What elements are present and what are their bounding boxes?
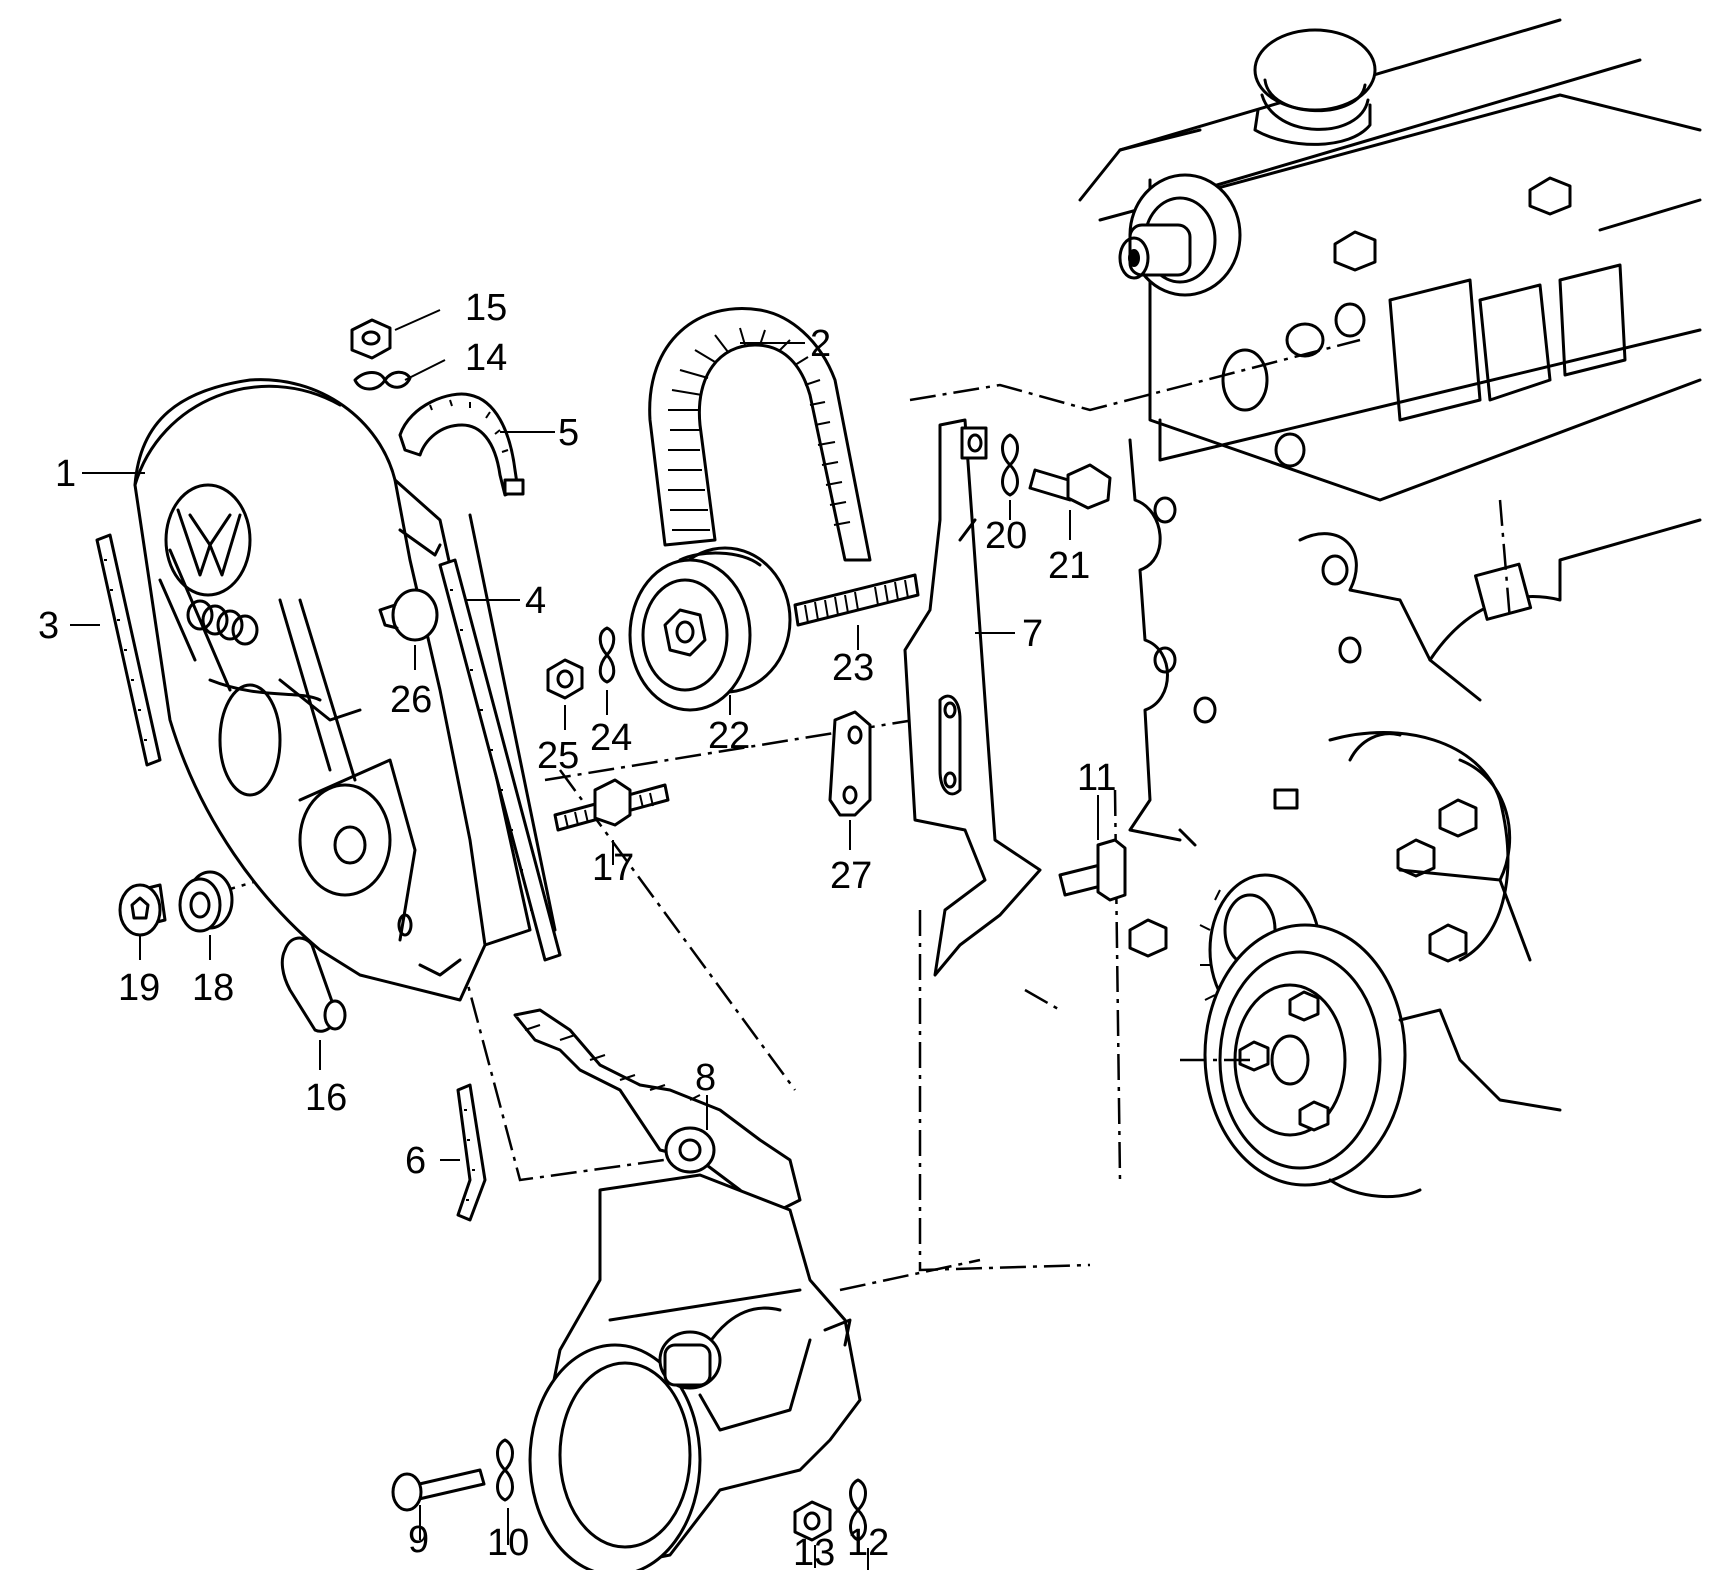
callout-17: 17: [592, 847, 634, 889]
seal-strip-lower: [456, 1083, 487, 1222]
callout-10: 10: [487, 1522, 529, 1564]
washer-18: [178, 870, 234, 933]
callout-16: 16: [305, 1077, 347, 1119]
callout-6: 6: [405, 1140, 426, 1182]
callout-7: 7: [1022, 613, 1043, 655]
callout-21: 21: [1048, 545, 1090, 587]
rear-cover-plate: [903, 418, 1042, 977]
callout-24: 24: [590, 717, 632, 759]
bolt-9: [391, 1468, 486, 1512]
engine-block: [1078, 18, 1702, 1199]
callout-4: 4: [525, 580, 546, 622]
stud-17: [553, 778, 670, 832]
plug-26: [378, 588, 439, 642]
callout-23: 23: [832, 647, 874, 689]
nut-15: [350, 318, 392, 360]
callout-12: 12: [847, 1522, 889, 1564]
audi-rings-icon: [186, 599, 259, 646]
callout-25: 25: [537, 735, 579, 777]
callout-5: 5: [558, 412, 579, 454]
callout-labels: 1 2 3 4 5 6 7 8 9 10 11 12 13 14 15 16 1…: [38, 287, 1116, 1570]
grommet-16: [280, 936, 347, 1033]
seal-strip-right: [438, 558, 562, 962]
seal-strip-left: [95, 533, 162, 767]
bolt-11: [1058, 838, 1127, 902]
callout-9: 9: [408, 1519, 429, 1561]
tensioner-pulley: [628, 546, 792, 712]
callout-2: 2: [810, 323, 831, 365]
callout-20: 20: [985, 515, 1027, 557]
nut-13: [793, 1500, 832, 1542]
nut-25: [546, 658, 584, 700]
callout-14: 14: [465, 337, 507, 379]
callout-1: 1: [55, 453, 76, 495]
callout-22: 22: [708, 715, 750, 757]
bolt-19: [118, 883, 167, 937]
washer-12: [849, 1478, 867, 1542]
callout-18: 18: [192, 967, 234, 1009]
callout-11: 11: [1077, 757, 1116, 799]
spacer-plate: [828, 710, 872, 817]
cover-clip: [398, 392, 525, 497]
callout-13: 13: [793, 1532, 835, 1570]
callout-26: 26: [390, 679, 432, 721]
callout-15: 15: [465, 287, 507, 329]
leader-lines: [70, 309, 1099, 1570]
upper-timing-belt-cover: [133, 378, 557, 1002]
washer-24: [598, 626, 616, 684]
washer-10: [496, 1438, 514, 1502]
stud-23: [793, 573, 920, 627]
callout-3: 3: [38, 605, 59, 647]
lower-timing-belt-cover: [528, 1173, 862, 1570]
toothed-belt: [648, 307, 872, 562]
washer-20: [1001, 433, 1019, 497]
washer-14: [353, 370, 412, 391]
assembly-center-lines: [209, 338, 1512, 1292]
callout-8: 8: [695, 1057, 716, 1099]
bolt-21: [1028, 463, 1112, 510]
callout-27: 27: [830, 855, 872, 897]
callout-19: 19: [118, 967, 160, 1009]
